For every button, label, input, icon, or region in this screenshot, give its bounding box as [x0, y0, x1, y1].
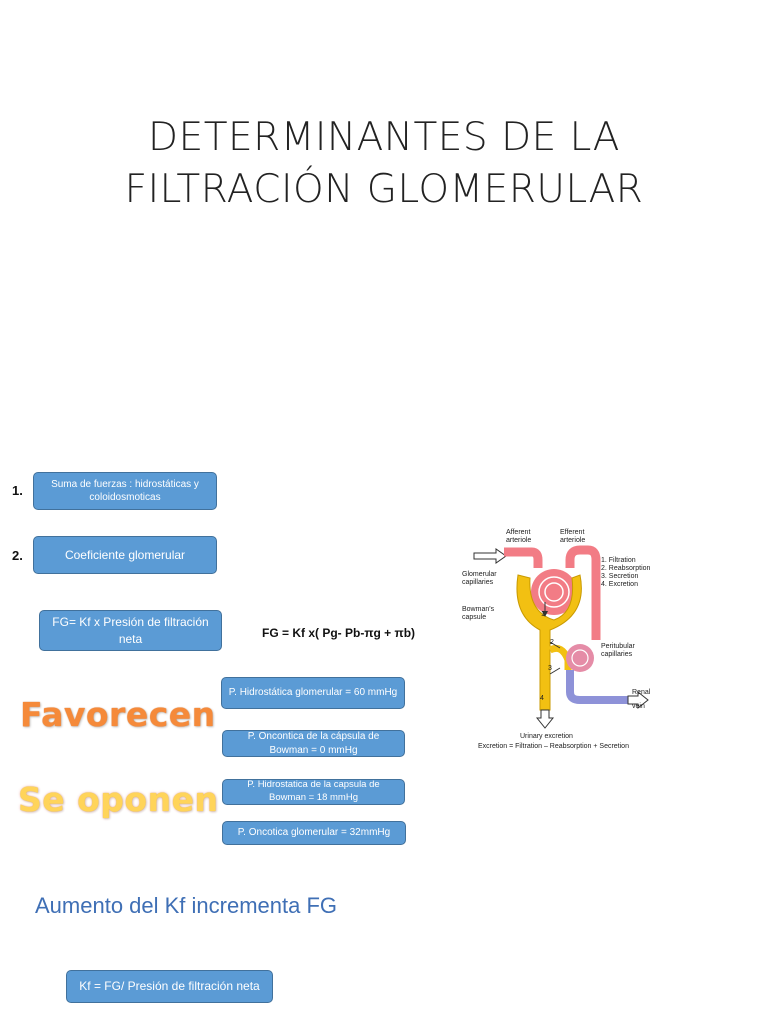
step-number-2: 2: [550, 639, 554, 646]
label-urinary: Urinary excretion: [520, 733, 573, 740]
item-number-2: 2.: [12, 548, 23, 563]
renal-vein-arrow-icon: [627, 690, 649, 710]
label-renal-1: Renal: [632, 689, 651, 696]
favorecen-item-2: P. Oncontica de la cápsula de Bowman = 0…: [222, 730, 405, 757]
label-glomerular-1: Glomerular: [462, 571, 497, 578]
item-box-coeficiente: Coeficiente glomerular: [33, 536, 217, 574]
label-efferent-2: arteriole: [560, 537, 585, 544]
label-bowmans-2: capsule: [462, 614, 486, 621]
label-equation: Excretion = Filtration – Reabsorption + …: [478, 743, 629, 750]
se-oponen-item-2: P. Oncotica glomerular = 32mmHg: [222, 821, 406, 845]
aumento-kf-text: Aumento del Kf incrementa FG: [35, 893, 338, 918]
fg-formula: FG = Kf x( Pg- Pb-πg + πb): [262, 626, 416, 640]
page-title: DETERMINANTES DE LA FILTRACIÓN GLOMERULA…: [0, 112, 768, 216]
afferent-arteriole: [504, 547, 543, 568]
favorecen-heading: Favorecen: [20, 695, 216, 734]
label-afferent-2: arteriole: [506, 537, 531, 544]
item-number-1: 1.: [12, 483, 23, 498]
renal-vein: [566, 670, 628, 704]
step-excretion: 4. Excretion: [601, 581, 638, 588]
label-peritubular-2: capillaries: [601, 651, 633, 658]
label-bowmans-1: Bowman's: [462, 606, 495, 613]
step-filtration: 1. Filtration: [601, 557, 636, 564]
step-number-1: 1: [541, 611, 545, 618]
peritubular-capillaries: [566, 644, 594, 672]
item-box-fuerzas: Suma de fuerzas : hidrostáticas y coloid…: [33, 472, 217, 510]
title-line-1: DETERMINANTES DE LA: [148, 115, 620, 160]
glomerulus: [531, 569, 577, 615]
label-renal-2: vein: [632, 703, 645, 710]
nephron-diagram: 1 2 3 4 Afferent arteriole Efferent arte…: [462, 529, 651, 750]
label-glomerular-2: capillaries: [462, 579, 494, 586]
fg-box: FG= Kf x Presión de filtración neta: [39, 610, 222, 651]
label-peritubular-1: Peritubular: [601, 643, 636, 650]
urinary-arrow-icon: [535, 709, 555, 729]
step-number-3: 3: [548, 665, 552, 672]
title-line-2: FILTRACIÓN GLOMERULAR: [124, 167, 644, 212]
step-reabsorption: 2. Reabsorption: [601, 565, 651, 572]
step-number-4: 4: [540, 695, 544, 702]
se-oponen-heading: Se oponen: [18, 780, 219, 819]
kf-box: Kf = FG/ Presión de filtración neta: [66, 970, 273, 1003]
label-afferent-1: Afferent: [506, 529, 530, 536]
favorecen-item-1: P. Hidrostática glomerular = 60 mmHg: [221, 677, 405, 709]
step-secretion: 3. Secretion: [601, 573, 638, 580]
afferent-arrow-icon: [473, 548, 507, 564]
se-oponen-item-1: P. Hidrostatica de la capsula de Bowman …: [222, 779, 405, 805]
label-efferent-1: Efferent: [560, 529, 584, 536]
efferent-arteriole: [565, 545, 601, 640]
